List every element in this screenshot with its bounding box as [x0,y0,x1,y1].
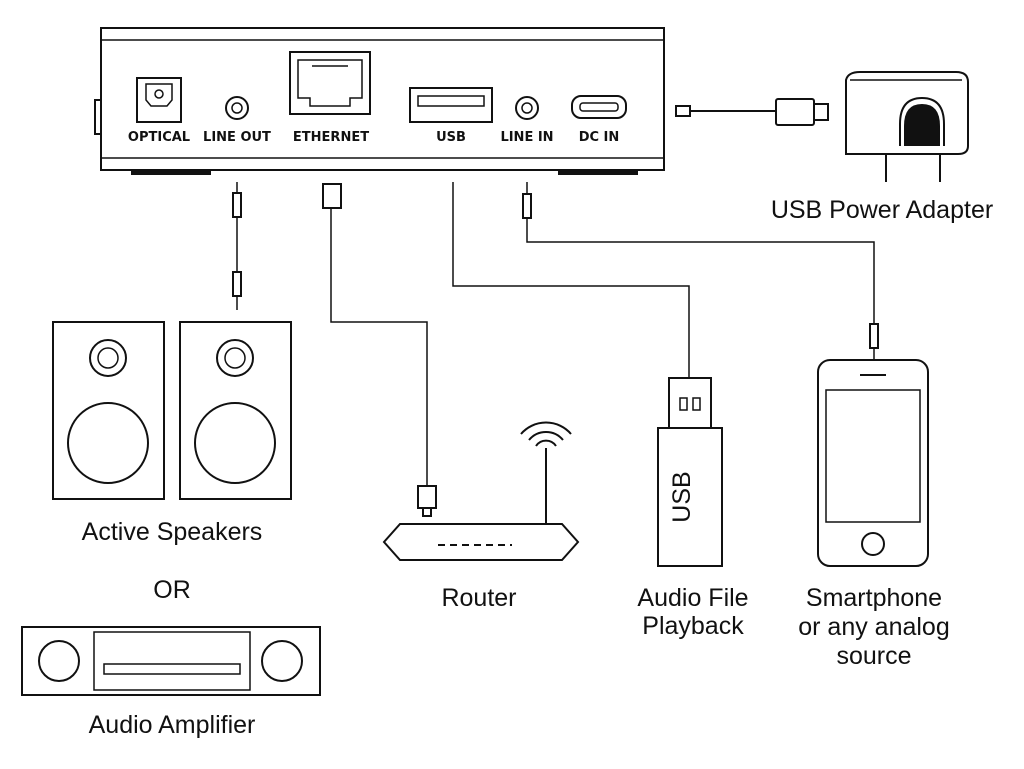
audio-amplifier-label: Audio Amplifier [89,711,256,739]
ethernet-cable [322,183,437,517]
usb-cable [452,182,690,378]
ethernet-port [289,51,371,115]
line-in-label: LINE IN [500,130,553,145]
usb-power-adapter [845,71,969,182]
speaker-left [52,321,165,500]
line-out-cable [232,182,242,310]
power-adapter-label: USB Power Adapter [771,196,993,224]
speaker-right [179,321,292,500]
dc-in-label: DC IN [579,130,620,145]
active-speakers-label: Active Speakers [82,518,263,546]
line-out-label: LINE OUT [203,130,271,145]
optical-label: OPTICAL [128,130,190,145]
smartphone-label-line1: Smartphone [806,584,942,612]
usb-stick: USB [657,377,723,567]
active-speakers [52,321,292,500]
usb-stick-label: USB [668,471,696,522]
usb-port [409,87,493,123]
audio-amplifier [21,626,321,696]
dc-in-port [571,95,627,119]
router [382,421,580,561]
audio-file-label-line1: Audio File [637,584,748,612]
line-in-jack [515,96,539,120]
line-out-jack [225,96,249,120]
streamer-device: OPTICAL LINE OUT ETHERNET USB LINE IN [94,27,665,175]
router-label: Router [441,584,516,612]
audio-file-label-line2: Playback [642,612,744,640]
usb-label: USB [436,130,466,145]
smartphone-label-line3: source [836,642,911,670]
smartphone [817,359,929,567]
power-cable [675,98,829,126]
or-label: OR [153,576,191,604]
ethernet-label: ETHERNET [293,130,369,145]
wifi-icon [520,421,572,447]
smartphone-label-line2: or any analog [798,613,950,641]
line-in-cable [522,182,879,360]
optical-port [136,77,182,123]
